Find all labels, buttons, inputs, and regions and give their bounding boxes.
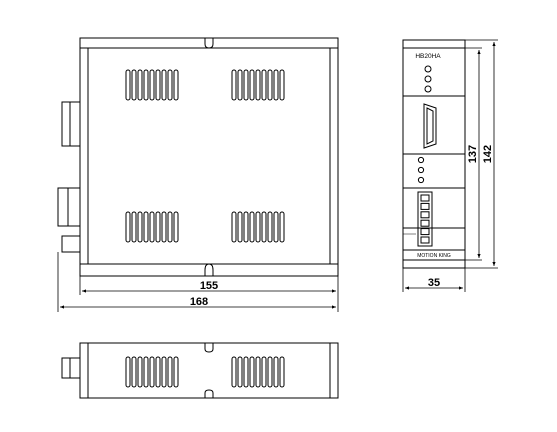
- vent-slot: [155, 69, 161, 101]
- bottom-view: [61, 342, 339, 399]
- led-indicator-icon: [424, 65, 432, 73]
- vent-slot: [137, 356, 143, 388]
- power-connector: [61, 235, 81, 253]
- vent-slot: [161, 69, 167, 101]
- led-indicator-icon: [417, 166, 425, 174]
- vent-slot: [143, 356, 149, 388]
- vent-slot: [149, 211, 155, 243]
- vent-slot: [261, 69, 267, 101]
- screw-terminal-icon: [417, 191, 433, 247]
- outer-width-label: 168: [190, 296, 208, 308]
- mount-slot-top: [204, 38, 214, 49]
- vent-slot: [249, 356, 255, 388]
- vent-slot: [131, 211, 137, 243]
- vent-slot: [143, 69, 149, 101]
- terminal-screw: [420, 219, 430, 227]
- vent-slot: [255, 211, 261, 243]
- vent-slot: [267, 356, 273, 388]
- led-indicator-icon: [424, 75, 432, 83]
- vent-slot: [273, 356, 279, 388]
- led-indicator-icon: [424, 85, 432, 93]
- side-panel-view: [402, 39, 466, 269]
- vent-slot: [125, 356, 131, 388]
- vent-slot: [243, 69, 249, 101]
- vent-slot: [137, 211, 143, 243]
- vent-slot: [149, 356, 155, 388]
- vent-slot: [167, 211, 173, 243]
- vent-slot: [255, 356, 261, 388]
- signal-connector: [61, 101, 81, 147]
- bottom-vent-slots: [125, 356, 285, 388]
- vent-slot: [255, 69, 261, 101]
- front-dimensions: [57, 252, 339, 312]
- vent-slot: [131, 356, 137, 388]
- vent-slot: [249, 211, 255, 243]
- vent-slot: [125, 211, 131, 243]
- panel-model-label: HB20HA: [415, 53, 441, 60]
- bottom-connector: [61, 357, 81, 379]
- vent-slot: [149, 69, 155, 101]
- terminal-screw: [420, 211, 430, 219]
- vent-slot: [161, 211, 167, 243]
- vent-slot: [155, 211, 161, 243]
- vent-slot: [261, 211, 267, 243]
- led-indicator-icon: [417, 156, 425, 164]
- front-body: [79, 37, 339, 277]
- vent-slot: [273, 69, 279, 101]
- vent-slot: [279, 69, 285, 101]
- panel-brand-label: MOTION KING: [417, 253, 451, 259]
- front-heatsink: [87, 47, 331, 265]
- vent-slot: [131, 69, 137, 101]
- front-vent-slots: [125, 69, 285, 243]
- vent-slot: [161, 356, 167, 388]
- vent-slot: [143, 211, 149, 243]
- terminal-screw: [420, 194, 430, 202]
- led-indicator-icon: [417, 176, 425, 184]
- terminal-screw: [420, 236, 430, 244]
- vent-slot: [231, 356, 237, 388]
- vent-slot: [231, 69, 237, 101]
- db9-connector-icon: [423, 103, 437, 149]
- vent-slot: [173, 356, 179, 388]
- vent-slot: [137, 69, 143, 101]
- front-view: [57, 37, 339, 277]
- vent-slot: [261, 356, 267, 388]
- terminal-screw: [420, 202, 430, 210]
- vent-slot: [249, 69, 255, 101]
- vent-slot: [237, 69, 243, 101]
- side-width-label: 35: [428, 277, 440, 289]
- vent-slot: [279, 356, 285, 388]
- vent-slot: [155, 356, 161, 388]
- inner-height-label: 137: [467, 145, 479, 163]
- vent-slot: [243, 356, 249, 388]
- vent-slot: [237, 356, 243, 388]
- vent-slot: [243, 211, 249, 243]
- mount-slot-bottom: [204, 263, 214, 276]
- side-dimensions: [402, 39, 498, 292]
- vent-slot: [173, 69, 179, 101]
- vent-slot: [279, 211, 285, 243]
- vent-slot: [237, 211, 243, 243]
- vent-slot: [125, 69, 131, 101]
- terminal-screw: [420, 228, 430, 236]
- vent-slot: [267, 211, 273, 243]
- motor-connector: [57, 187, 81, 227]
- vent-slot: [167, 356, 173, 388]
- vent-slot: [267, 69, 273, 101]
- vent-slot: [173, 211, 179, 243]
- vent-slot: [167, 69, 173, 101]
- vent-slot: [273, 211, 279, 243]
- inner-width-label: 155: [200, 280, 218, 292]
- vent-slot: [231, 211, 237, 243]
- outer-height-label: 142: [482, 145, 494, 163]
